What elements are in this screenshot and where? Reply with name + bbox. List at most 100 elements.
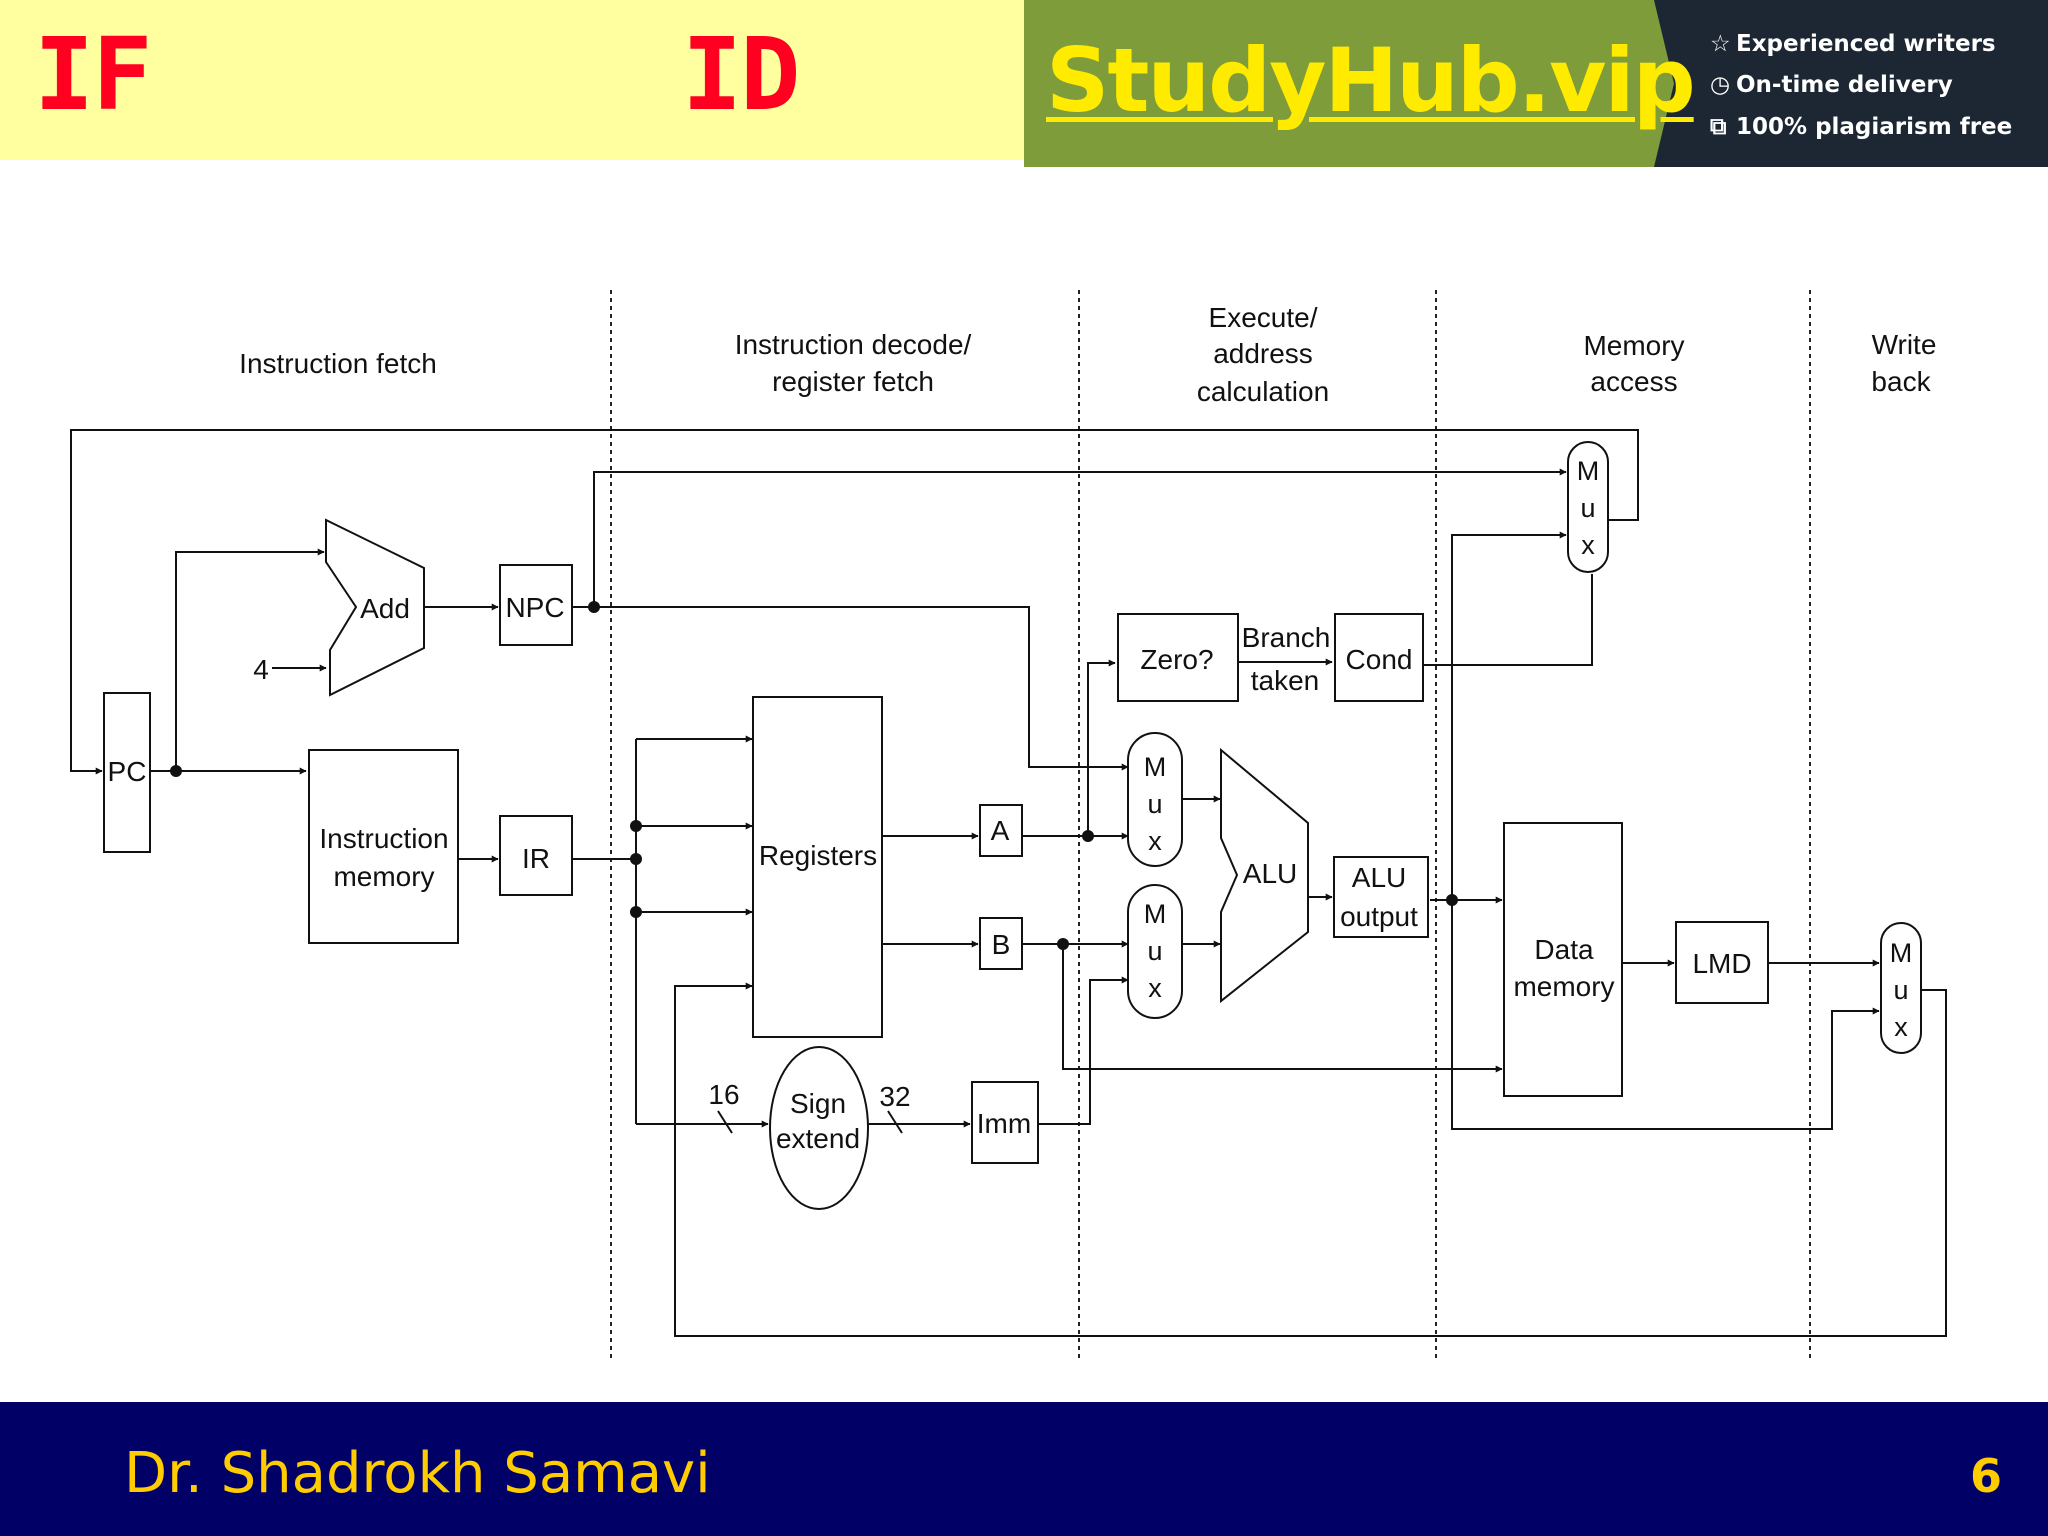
zero-test-label: Zero? [1140,644,1213,675]
alu-output-register [1333,856,1429,938]
wires [70,429,1947,1337]
stage-title-writeback-line1: Write [1872,329,1937,360]
imem-label-line1: Instruction [319,823,448,854]
cond-label: Cond [1346,644,1413,675]
imm-register [971,1081,1039,1164]
ir-label: IR [522,843,550,874]
ad-banner[interactable]: StudyHub.vip ☆Experienced writers ◷On-ti… [1024,0,2048,167]
imm-label: Imm [977,1108,1031,1139]
a-label: A [991,815,1010,846]
junction-dot [630,820,642,832]
imem-label-line2: memory [333,861,434,892]
cond-to-mux-select-wire [1424,574,1593,666]
ad-feature: ☆Experienced writers [1710,29,1996,59]
mux-label-x: x [1894,1012,1908,1042]
registers-label: Registers [759,840,877,871]
stage-title-execute-line3: calculation [1197,376,1329,407]
stage-label-if: IF [34,16,152,133]
ad-feature-text: On-time delivery [1736,72,1953,98]
writeback-mux [1880,922,1922,1054]
bus-width-in-label: 16 [708,1079,739,1110]
title-bar: IF ID [0,0,1024,160]
junction-dot [1057,938,1069,950]
aluout-to-pc-mux-wire [1451,531,1567,900]
aluout-to-wb-mux-wire [1451,900,1880,1130]
mux-label-x: x [1581,530,1595,560]
ad-feature-text: Experienced writers [1736,31,1996,57]
sign-extend-unit [769,1046,869,1210]
pc-label: PC [108,756,147,787]
alu-input-mux-bottom [1127,884,1183,1019]
pc-register [103,692,151,853]
sign-extend-label-line1: Sign [790,1088,846,1119]
ad-feature: ⧉ 100% plagiarism free [1710,112,2012,142]
ir-register [499,815,573,896]
zero-test-block [1117,613,1239,702]
ad-feature-text: 100% plagiarism free [1736,114,2013,140]
junction-dot [1446,894,1458,906]
mux-label-m: M [1577,456,1600,486]
pc-select-mux [1567,441,1609,573]
mux-label-u: u [1147,789,1162,819]
mux-label-m: M [1890,938,1913,968]
mux-label-u: u [1580,493,1595,523]
add-adder [325,518,425,697]
stage-title-execute-line2: address [1213,338,1313,369]
stage-title-execute-line1: Execute/ [1209,302,1318,333]
stage-label-id: ID [682,16,800,133]
cond-register [1334,613,1424,702]
stage-dividers [610,290,1811,1360]
junction-dot [588,601,600,613]
dmem-label-line2: memory [1513,971,1614,1002]
lmd-label: LMD [1692,948,1751,979]
constant-four-label: 4 [253,654,269,685]
clock-icon: ◷ [1710,72,1731,98]
pc-to-add-wire [175,548,325,771]
bus-width-slash [717,1110,733,1134]
alu-output-label-line2: output [1340,901,1418,932]
author-name: Dr. Shadrokh Samavi [124,1441,711,1506]
junctions [170,601,1458,950]
mux-label-x: x [1148,973,1162,1003]
imm-to-mux-wire [1038,976,1129,1125]
bus-width-slash [887,1110,903,1134]
bus-width-out-label: 32 [879,1081,910,1112]
junction-dot [630,853,642,865]
stage-title-decode-line1: Instruction decode/ [735,329,972,360]
stage-title-fetch: Instruction fetch [239,348,437,379]
npc-label: NPC [505,592,564,623]
ad-brand-panel [1024,0,1674,167]
branch-taken-label-line1: Branch [1242,622,1331,653]
branch-taken-label-line2: taken [1251,665,1320,696]
data-memory-block [1503,822,1623,1097]
mux-label-x: x [1148,826,1162,856]
stage-title-memory-line2: access [1590,366,1677,397]
stage-title-decode-line2: register fetch [772,366,934,397]
add-label: Add [360,593,410,624]
alu-input-mux-top [1127,732,1183,867]
pc-feedback-wire [70,429,1639,775]
copy-icon: ⧉ [1710,114,1727,140]
registers-block [752,696,883,1038]
b-to-dmem-wire [1062,944,1503,1073]
dmem-label-line1: Data [1534,934,1594,965]
b-label: B [992,929,1011,960]
star-icon: ☆ [1710,31,1731,57]
lmd-register [1675,921,1769,1004]
ad-brand-link[interactable]: StudyHub.vip [1046,29,1696,132]
stage-title-writeback-line2: back [1871,366,1931,397]
npc-to-alu-mux-wire [594,606,1129,771]
mux-label-u: u [1147,936,1162,966]
writeback-wire [674,982,1947,1337]
alu-output-label-line1: ALU [1352,862,1406,893]
mux-label-u: u [1893,975,1908,1005]
a-register [979,804,1023,857]
footer-bar: Dr. Shadrokh Samavi 6 [0,1402,2048,1536]
mux-label-m: M [1144,899,1167,929]
a-to-zero-wire [1087,659,1116,836]
npc-register [499,564,573,646]
page-number: 6 [1969,1449,2002,1503]
junction-dot [1082,830,1094,842]
npc-to-pc-mux-wire [571,468,1567,608]
junction-dot [630,906,642,918]
